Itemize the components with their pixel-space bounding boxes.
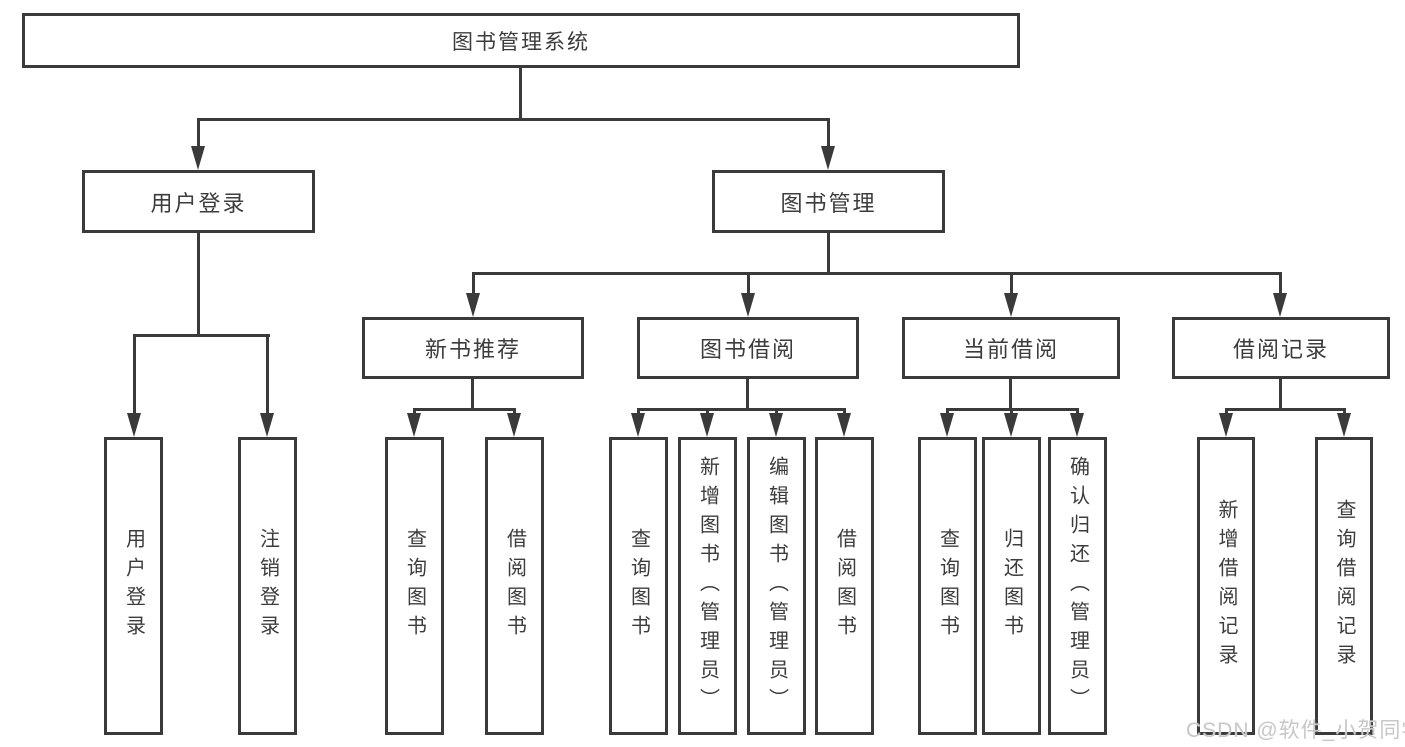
leaf-add-book-admin: 新增图书（管理员） [678, 437, 737, 735]
arrow-leaf-logout [260, 413, 274, 437]
edge-root-stub [519, 68, 522, 121]
edge-drop-current-borrow [1010, 272, 1013, 296]
edge-current-borrow-stub [1009, 379, 1012, 411]
arrow-c3 [1070, 413, 1084, 437]
node-borrow-records: 借阅记录 [1172, 317, 1390, 379]
csdn-watermark: CSDN @软件_小贺同学 [1186, 719, 1405, 742]
arrow-book-borrow [741, 293, 755, 317]
leaf-add-borrow-record: 新增借阅记录 [1197, 437, 1255, 735]
leaf-borrow-books-recommend: 借阅图书 [485, 437, 544, 735]
leaf-return-book: 归还图书 [982, 437, 1041, 735]
arrow-b1 [631, 413, 645, 437]
edge-drop-borrow-records [1279, 272, 1282, 296]
edge-book-borrow-bar [637, 408, 846, 411]
leaf-confirm-return-admin: 确认归还（管理员） [1048, 437, 1107, 735]
edge-drop-leaf-user-login [133, 334, 136, 416]
arrow-user-login [191, 146, 205, 170]
leaf-query-borrow-record: 查询借阅记录 [1315, 437, 1373, 735]
arrow-b2 [700, 413, 714, 437]
node-book-borrow: 图书借阅 [637, 317, 859, 379]
arrow-borrow-records [1273, 293, 1287, 317]
arrow-b3 [769, 413, 783, 437]
edge-drop-new-book [472, 272, 475, 296]
arrow-c2 [1004, 413, 1018, 437]
leaf-logout: 注销登录 [238, 437, 297, 735]
edge-new-book-bar [413, 408, 516, 411]
leaf-query-books-borrow: 查询图书 [609, 437, 668, 735]
node-library-management-system: 图书管理系统 [22, 13, 1020, 68]
arrow-a2 [507, 413, 521, 437]
edge-borrow-records-stub [1279, 379, 1282, 411]
arrow-leaf-user-login [127, 413, 141, 437]
edge-user-login-stub [197, 233, 200, 337]
edge-book-management-stub [827, 233, 830, 275]
node-book-management: 图书管理 [712, 170, 945, 233]
node-current-borrow: 当前借阅 [902, 317, 1120, 379]
edge-drop-user-login [197, 118, 200, 150]
edge-root-bar [197, 118, 830, 121]
edge-drop-book-borrow [747, 272, 750, 296]
arrow-b4 [837, 413, 851, 437]
leaf-borrow-books: 借阅图书 [815, 437, 874, 735]
edge-user-login-bar [133, 334, 270, 337]
edge-borrow-records-bar [1225, 408, 1346, 411]
leaf-edit-book-admin: 编辑图书（管理员） [747, 437, 806, 735]
arrow-d2 [1337, 413, 1351, 437]
edge-book-borrow-stub [746, 379, 749, 411]
arrow-d1 [1219, 413, 1233, 437]
leaf-query-books-recommend: 查询图书 [385, 437, 444, 735]
leaf-user-login: 用户登录 [104, 437, 163, 735]
arrow-book-management [821, 146, 835, 170]
arrow-a1 [407, 413, 421, 437]
node-new-book-recommend: 新书推荐 [362, 317, 584, 379]
arrow-c1 [940, 413, 954, 437]
arrow-new-book [466, 293, 480, 317]
edge-drop-leaf-logout [266, 334, 269, 416]
arrow-current-borrow [1004, 293, 1018, 317]
edge-drop-book-management [827, 118, 830, 150]
leaf-query-books-current: 查询图书 [918, 437, 977, 735]
edge-new-book-stub [471, 379, 474, 411]
edge-book-management-bar [472, 272, 1282, 275]
node-user-login: 用户登录 [82, 170, 315, 233]
